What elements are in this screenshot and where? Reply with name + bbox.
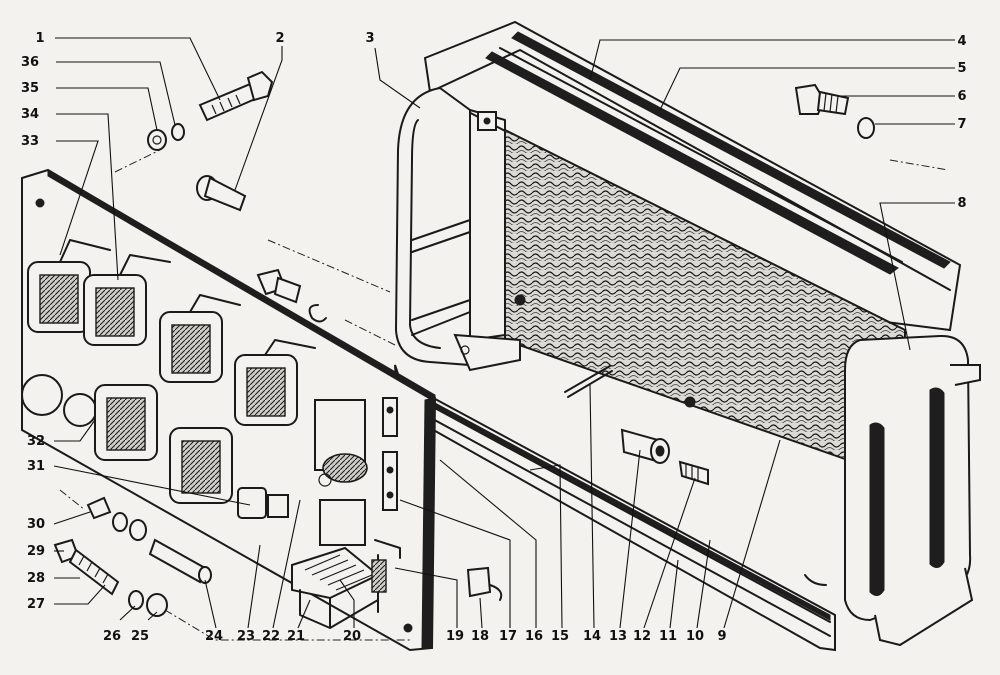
callout-leader-13	[619, 449, 641, 629]
callout-label-14: 14	[583, 629, 601, 644]
bushing-threaded	[620, 428, 709, 486]
callout-leader-25	[147, 611, 158, 621]
callout-leader-16	[439, 459, 537, 628]
callout-leader-31	[53, 465, 251, 506]
callout-label-9: 9	[717, 629, 726, 644]
terminal-strip	[382, 397, 398, 511]
callout-leader-4	[589, 39, 955, 81]
callout-leader-11	[669, 559, 679, 629]
callout-leader-19	[394, 567, 458, 628]
callout-leader-26	[119, 605, 136, 621]
callout-label-13: 13	[609, 629, 627, 644]
bracket-clip	[466, 566, 492, 598]
callout-label-10: 10	[686, 629, 704, 644]
callout-label-34: 34	[21, 107, 39, 122]
bolt-right	[794, 83, 875, 139]
assembly-axes	[59, 149, 949, 641]
coil-relay	[314, 399, 368, 546]
callout-label-33: 33	[21, 134, 39, 149]
callout-leader-35	[56, 87, 158, 131]
rectifier-heatsink	[291, 546, 380, 629]
callout-leader-17	[399, 499, 511, 628]
callout-leader-5	[659, 67, 955, 111]
callout-leader-3	[374, 47, 421, 109]
callout-label-27: 27	[27, 597, 45, 612]
callout-leader-24	[204, 579, 217, 629]
contactor-row-upper	[27, 239, 316, 426]
callout-leader-20	[339, 579, 355, 628]
resistor-box-housing	[394, 20, 981, 652]
pin-sleeve	[196, 175, 247, 212]
callout-leader-22	[272, 499, 301, 629]
callout-leader-14	[589, 384, 595, 629]
callout-leader-33	[56, 140, 99, 256]
callout-label-21: 21	[287, 629, 305, 644]
callout-label-24: 24	[205, 629, 223, 644]
callout-label-26: 26	[103, 629, 121, 644]
callout-label-29: 29	[27, 544, 45, 559]
bolt-mid	[256, 268, 327, 323]
callout-leader-21	[297, 599, 311, 629]
callout-label-4: 4	[957, 34, 966, 49]
callout-label-7: 7	[957, 117, 966, 132]
callout-leader-27	[54, 584, 106, 605]
stud-and-washers-lower-left	[53, 496, 212, 617]
callout-leader-34	[56, 113, 119, 281]
callout-label-12: 12	[633, 629, 651, 644]
relay-panel	[21, 168, 503, 652]
callout-label-2: 2	[275, 31, 284, 46]
callout-label-36: 36	[21, 55, 39, 70]
callout-label-31: 31	[27, 459, 45, 474]
callout-leader-15	[529, 464, 563, 629]
callout-leader-32	[54, 419, 96, 442]
callout-label-35: 35	[21, 81, 39, 96]
callout-leader-2	[234, 46, 283, 191]
callout-label-17: 17	[499, 629, 517, 644]
callout-label-23: 23	[237, 629, 255, 644]
callout-leader-10	[696, 539, 711, 629]
callout-label-19: 19	[446, 629, 464, 644]
callout-label-18: 18	[471, 629, 489, 644]
callout-label-1: 1	[35, 31, 44, 46]
callout-label-28: 28	[27, 571, 45, 586]
callout-label-5: 5	[957, 61, 966, 76]
callout-leader-1	[55, 37, 221, 101]
callout-label-15: 15	[551, 629, 569, 644]
wound-resistor	[371, 539, 401, 613]
callout-label-25: 25	[131, 629, 149, 644]
callout-label-6: 6	[957, 89, 966, 104]
callout-leader-18	[479, 597, 483, 629]
washer-small	[147, 123, 185, 151]
callout-label-11: 11	[659, 629, 677, 644]
callout-leader-8	[879, 202, 955, 351]
cotter-pin	[564, 365, 613, 398]
callout-leader-12	[643, 477, 696, 629]
bolt-long	[198, 70, 274, 122]
contactor-row-lower	[21, 374, 289, 519]
callout-leader-36	[56, 61, 176, 126]
callout-leader-23	[247, 544, 261, 629]
callout-label-32: 32	[27, 434, 45, 449]
callout-label-16: 16	[525, 629, 543, 644]
callout-label-8: 8	[957, 196, 966, 211]
callout-leader-30	[53, 511, 91, 525]
callout-label-3: 3	[365, 31, 374, 46]
callout-label-20: 20	[343, 629, 361, 644]
callout-label-30: 30	[27, 517, 45, 532]
callout-leader-9	[723, 439, 781, 629]
callout-label-22: 22	[262, 629, 280, 644]
